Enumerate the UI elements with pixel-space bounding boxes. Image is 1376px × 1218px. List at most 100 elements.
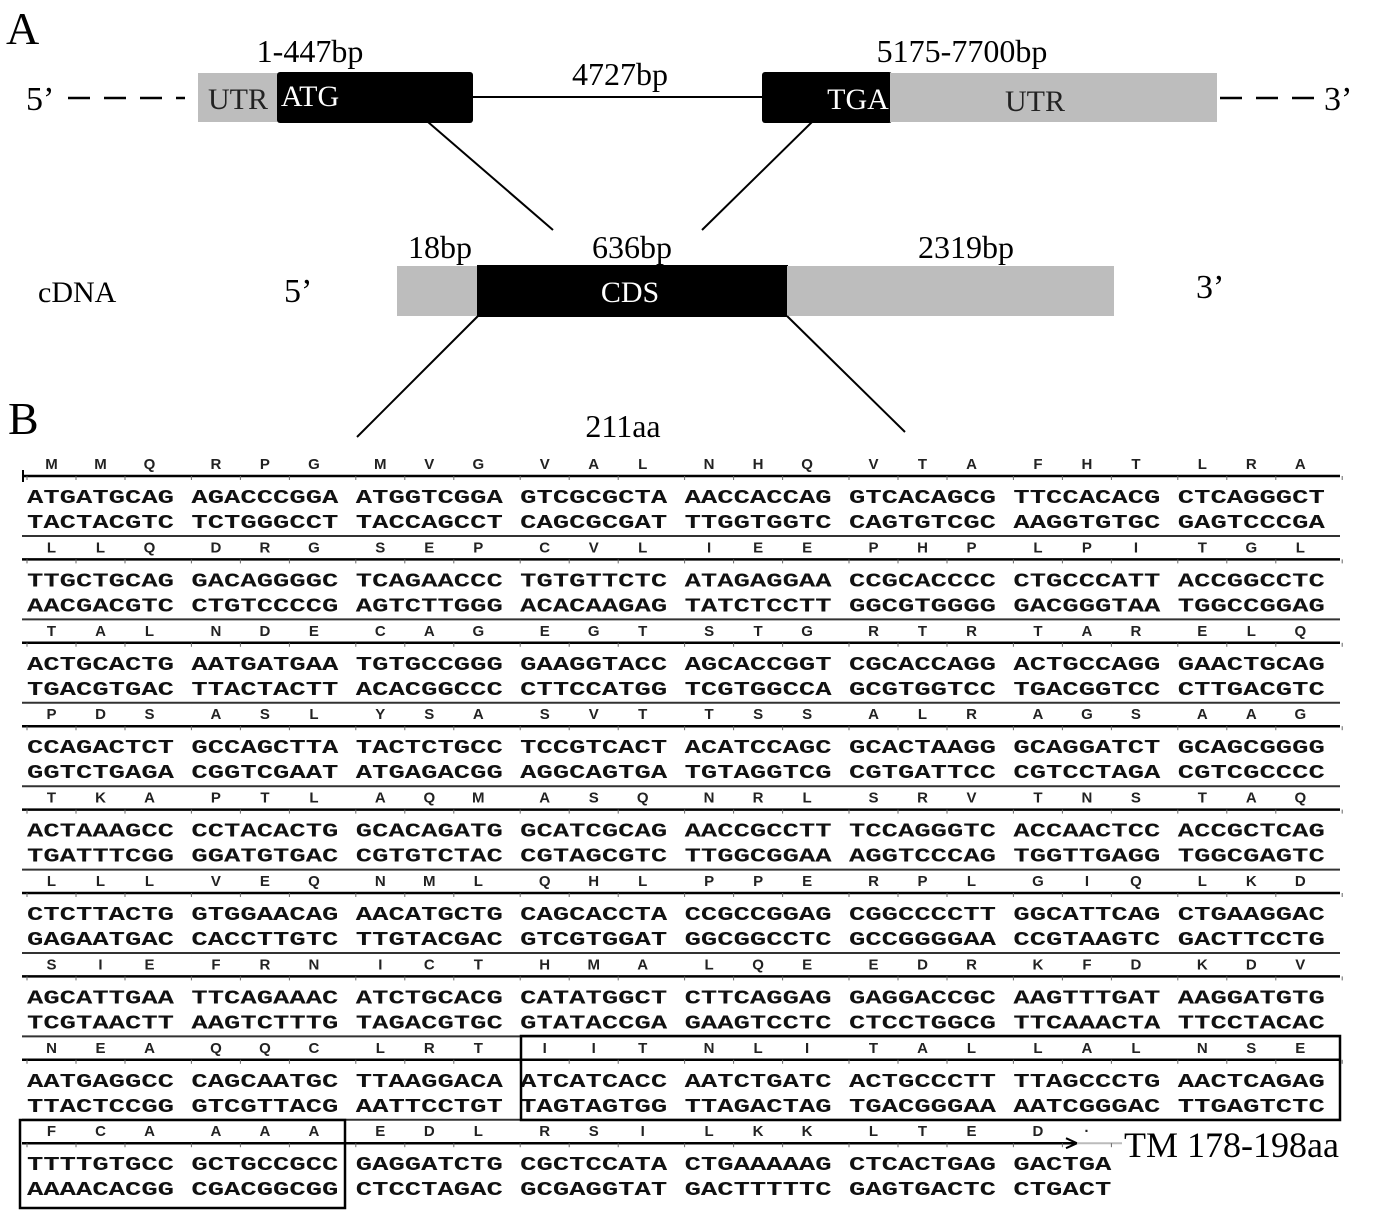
top-strand-codons: AATGATGAA (191, 654, 339, 676)
amino-acid: S (753, 706, 763, 723)
bottom-strand-codons: CCGTAAGTC (1013, 929, 1160, 951)
amino-acid: G (308, 539, 320, 556)
bottom-strand-codons: AAGTCTTTG (191, 1012, 338, 1034)
bottom-strand-codons: GGCGTGGGG (849, 595, 996, 617)
amino-acid: L (1198, 456, 1207, 473)
top-strand-codons: CGCTCCATA (520, 1154, 668, 1176)
amino-acid: I (641, 1123, 645, 1140)
top-strand-codons: AGCACCGGT (685, 654, 832, 676)
cds-box (477, 265, 788, 317)
bottom-strand-codons: TGGCGAGTC (1178, 846, 1325, 868)
amino-acid: L (309, 790, 318, 807)
bottom-strand-codons: AACGACGTC (27, 595, 174, 617)
top-strand-codons: CCGCACCCC (849, 570, 996, 592)
top-strand-codons: CAGCACCTA (520, 904, 668, 926)
amino-acid: I (592, 1040, 596, 1057)
amino-acid: V (211, 873, 221, 890)
amino-acid: K (1197, 956, 1208, 973)
cdna-label: cDNA (38, 276, 117, 309)
amino-acid: L (1033, 1040, 1042, 1057)
top-strand-codons: ATGATGCAG (27, 487, 174, 509)
amino-acid: T (638, 1040, 647, 1057)
bottom-strand-codons: TGACGTGAC (27, 679, 174, 701)
bottom-strand-codons: GAGAATGAC (27, 929, 174, 951)
top-strand-codons: ACTGCACTG (27, 654, 174, 676)
amino-acid: I (98, 956, 102, 973)
top-strand-codons: ACCGGCCTC (1178, 570, 1325, 592)
panel-b-label: B (8, 393, 39, 444)
amino-acid: F (1082, 956, 1091, 973)
amino-acid: H (539, 956, 550, 973)
bottom-strand-codons: CGTGTCTAC (356, 846, 503, 868)
top-strand-codons: ACTGCCCTT (849, 1071, 996, 1093)
bottom-strand-codons: GAGTGACTC (849, 1179, 996, 1201)
amino-acid: T (1198, 790, 1207, 807)
top-strand-codons: ATAGAGGAA (685, 570, 833, 592)
bottom-strand-codons: CGGTCGAAT (191, 762, 338, 784)
amino-acid: A (375, 790, 386, 807)
amino-acid: G (308, 456, 320, 473)
top-strand-codons: CATATGGCT (520, 987, 667, 1009)
amino-acid: Q (210, 1040, 222, 1057)
amino-acid: L (638, 456, 647, 473)
protein-length: 211aa (585, 408, 660, 444)
top-strand-codons: ATGGTCGGA (356, 487, 504, 509)
amino-acid: N (375, 873, 386, 890)
top-strand-codons: CCAGACTCT (27, 737, 174, 759)
amino-acid: N (1081, 790, 1092, 807)
top-strand-codons: GCTGCCGCC (191, 1154, 338, 1176)
amino-acid: R (259, 539, 270, 556)
bottom-strand-codons: ACACGGCCC (356, 679, 503, 701)
amino-acid: A (1246, 790, 1257, 807)
top-strand-codons: CCGCCGGAG (685, 904, 832, 926)
tm-domain-box (18, 1118, 347, 1210)
amino-acid: P (473, 539, 483, 556)
top-strand-codons: ACTAAAGCC (27, 821, 174, 843)
amino-acid: T (260, 790, 269, 807)
amino-acid: G (1081, 706, 1093, 723)
top-strand-codons: GAAGGTACC (520, 654, 667, 676)
exon1-coding-box (277, 72, 473, 123)
amino-acid: A (917, 1040, 928, 1057)
amino-acid: C (375, 623, 386, 640)
amino-acid: Q (1294, 790, 1306, 807)
bottom-strand-codons: TAGTAGTGG (520, 1096, 667, 1118)
amino-acid: T (47, 623, 56, 640)
amino-acid: I (1085, 873, 1089, 890)
top-strand-codons: ACTGCCAGG (1013, 654, 1160, 676)
bottom-strand-codons: CAGTGTCGC (849, 512, 996, 534)
bottom-strand-codons: GCGTGGTCC (849, 679, 996, 701)
top-strand-codons: TTCAGAAAC (191, 987, 338, 1009)
amino-acid: A (473, 706, 484, 723)
amino-acid: S (144, 706, 154, 723)
top-strand-codons: TTCCACACG (1013, 487, 1160, 509)
bottom-strand-codons: CGTAGCGTC (520, 846, 667, 868)
bottom-strand-codons: GCGAGGTAT (520, 1179, 667, 1201)
amino-acid: T (1033, 790, 1042, 807)
amino-acid: R (966, 706, 977, 723)
top-strand-codons: TACTCTGCC (356, 737, 503, 759)
amino-acid: H (917, 539, 928, 556)
amino-acid: A (210, 1123, 221, 1140)
amino-acid: S (1246, 1040, 1256, 1057)
amino-acid: R (210, 456, 221, 473)
amino-acid: L (967, 873, 976, 890)
amino-acid: L (638, 539, 647, 556)
amino-acid: R (966, 623, 977, 640)
top-strand-codons: CTTCAGGAG (685, 987, 832, 1009)
amino-acid: E (1197, 623, 1207, 640)
amino-acid: A (1295, 456, 1306, 473)
amino-acid: L (869, 1123, 878, 1140)
amino-acid: E (260, 873, 270, 890)
amino-acid: E (375, 1123, 385, 1140)
amino-acid: A (144, 790, 155, 807)
bottom-strand-codons: CTTCCATGG (520, 679, 667, 701)
amino-acid: A (1197, 706, 1208, 723)
top-strand-codons: GACAGGGGC (191, 570, 338, 592)
amino-acid: G (588, 623, 600, 640)
bottom-strand-codons: TGACGGTCC (1013, 679, 1160, 701)
amino-acid: I (543, 1040, 547, 1057)
top-strand-codons: GCAGGATCT (1013, 737, 1160, 759)
top-strand-codons: TGTGTTCTC (520, 570, 667, 592)
amino-acid: D (1130, 956, 1141, 973)
